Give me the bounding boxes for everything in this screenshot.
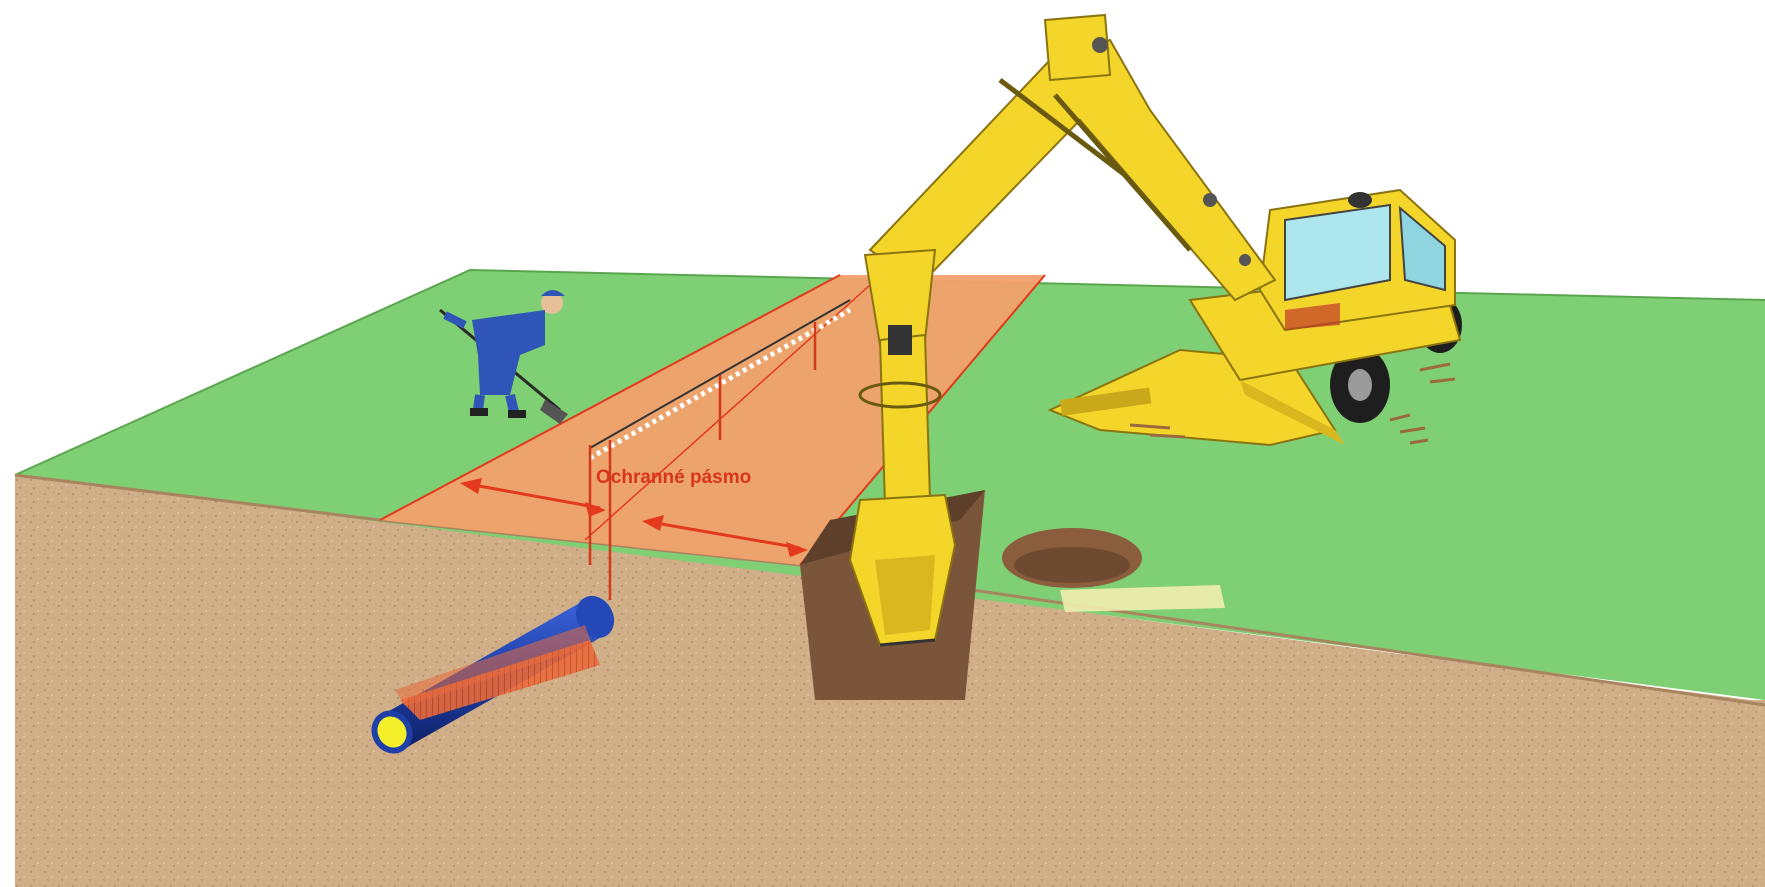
protection-zone-label: Ochranné pásmo: [596, 467, 751, 488]
